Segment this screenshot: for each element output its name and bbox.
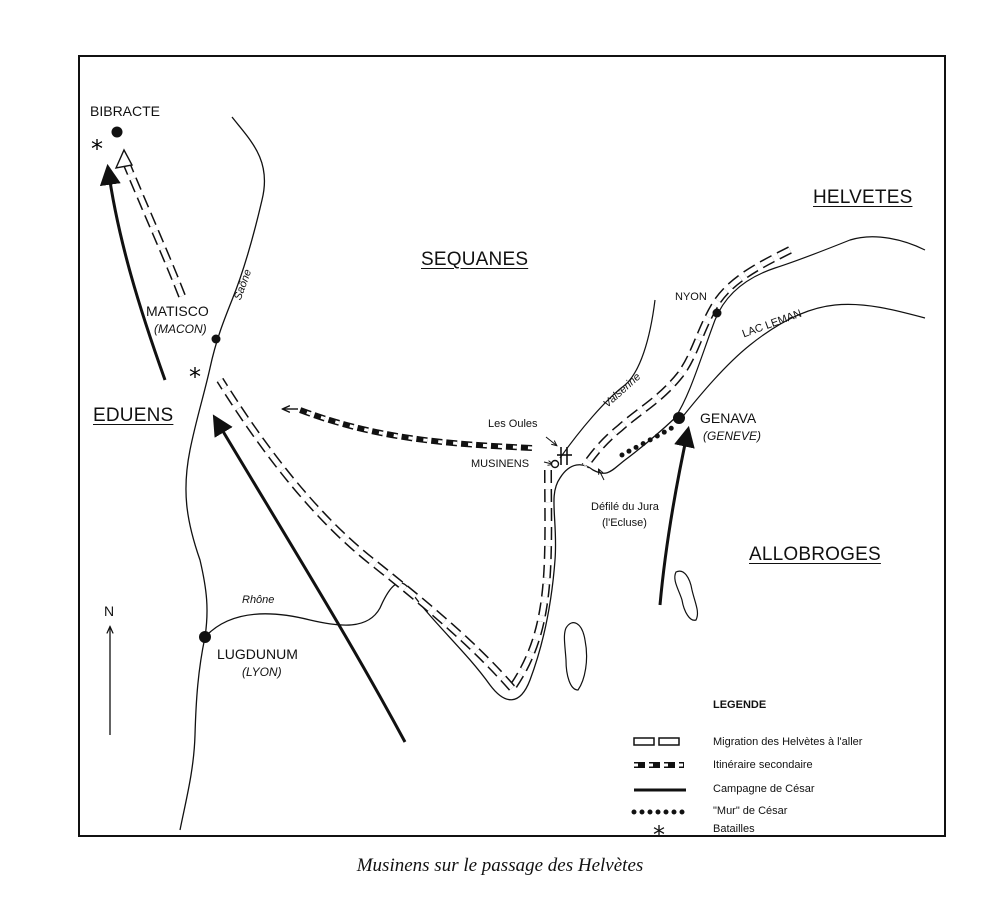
nyon-dot — [712, 308, 722, 318]
label-matisco: MATISCO — [146, 303, 209, 319]
rhone-river — [204, 417, 676, 701]
lac-leman-south-shore — [679, 303, 926, 421]
saone-river — [185, 116, 266, 638]
label-defile-line2: (l'Ecluse) — [602, 517, 647, 529]
legend-item-migration: Migration des Helvètes à l'aller — [713, 736, 863, 748]
valserine-river — [559, 299, 656, 459]
label-genava-modern: (GENEVE) — [703, 429, 762, 443]
legend-title: LEGENDE — [713, 699, 767, 711]
label-rhone: Rhône — [242, 594, 275, 606]
label-bibracte: BIBRACTE — [90, 103, 161, 119]
label-matisco-modern: (MACON) — [154, 322, 207, 336]
lake-annecy — [674, 570, 699, 621]
battle-marker-arar: * — [189, 363, 201, 391]
les-oules-marker — [557, 447, 572, 465]
bibracte-dot — [111, 126, 123, 138]
label-lugdunum: LUGDUNUM — [217, 646, 298, 662]
region-helvetes: HELVETES — [813, 187, 913, 208]
region-sequanes: SEQUANES — [421, 249, 529, 270]
legend-item-caesar: Campagne de César — [713, 783, 815, 795]
svg-text:*: * — [653, 821, 665, 849]
caesar-campaign-routes — [99, 163, 695, 743]
north-label: N — [104, 603, 115, 619]
legend-symbols: * — [631, 737, 689, 849]
label-les-oules: Les Oules — [488, 418, 538, 430]
legend-item-battle: Batailles — [713, 823, 755, 835]
rhone-lower-river — [179, 636, 206, 831]
label-lugdunum-modern: (LYON) — [242, 665, 282, 679]
label-genava: GENAVA — [700, 410, 757, 426]
lugdunum-dot — [199, 631, 211, 643]
map-caption: Musinens sur le passage des Helvètes — [356, 855, 644, 876]
migration-route — [114, 148, 792, 691]
caesar-wall — [619, 423, 678, 458]
legend-item-wall: "Mur" de César — [713, 805, 788, 817]
matisco-dot — [211, 334, 221, 344]
genava-dot — [673, 412, 685, 424]
label-defile-line1: Défilé du Jura — [591, 501, 659, 513]
region-allobroges: ALLOBROGES — [749, 544, 881, 565]
secondary-route — [284, 409, 533, 451]
battle-marker-bibracte: * — [91, 135, 103, 163]
label-musinens: MUSINENS — [471, 458, 530, 470]
label-nyon: NYON — [675, 291, 707, 303]
map-frame — [78, 55, 946, 837]
musinens-dot — [550, 459, 560, 469]
lac-leman-north-shore — [674, 236, 926, 419]
legend-item-secondary: Itinéraire secondaire — [713, 759, 813, 771]
lake-bourget — [563, 622, 588, 691]
region-eduens: EDUENS — [93, 405, 174, 426]
